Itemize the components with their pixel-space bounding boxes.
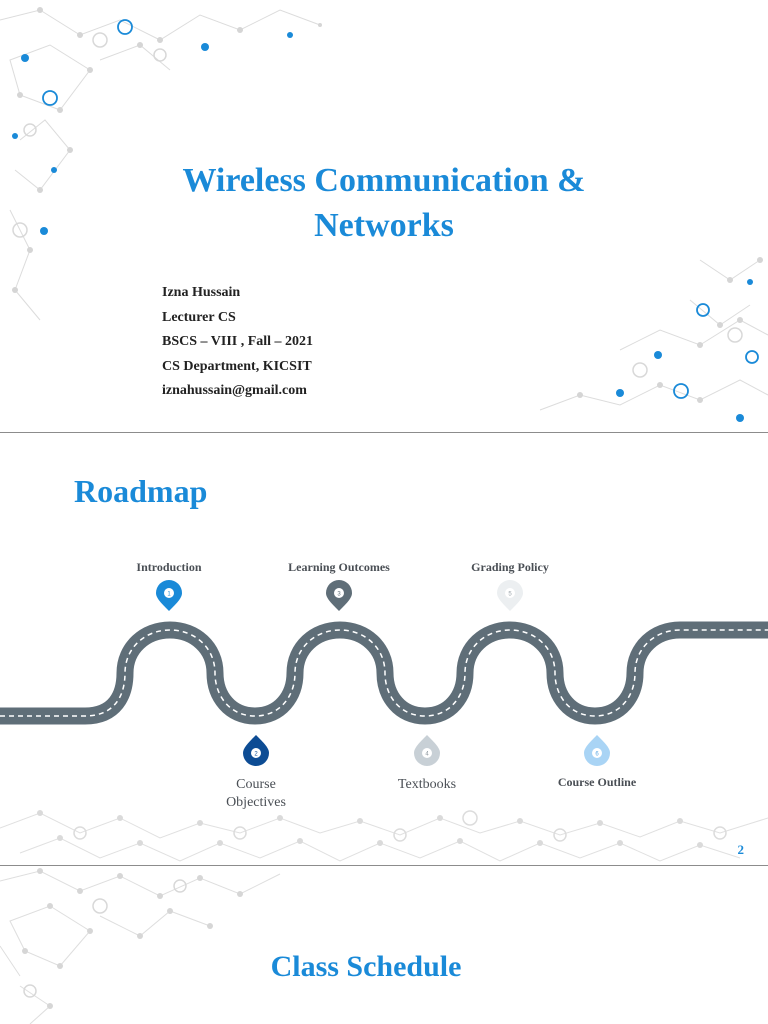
milestone-label-textbooks: Textbooks [397, 777, 457, 792]
program-term: BSCS – VIII , Fall – 2021 [162, 334, 314, 349]
slide-divider [0, 432, 768, 433]
department: CS Department, KICSIT [162, 358, 312, 374]
network-decoration [0, 868, 281, 1024]
email: iznahussain@gmail.com [162, 383, 307, 398]
slide-roadmap: Roadmap 1 3 [0, 433, 768, 865]
roadmap-graphic: 1 3 5 2 4 6 [0, 580, 768, 862]
svg-text:4: 4 [425, 752, 429, 758]
svg-text:6: 6 [595, 752, 599, 758]
slide-title: Wireless Communication & Networks Izna H… [0, 0, 768, 432]
svg-text:3: 3 [337, 592, 341, 598]
svg-text:2: 2 [254, 752, 258, 758]
milestone-label-course-outline: Course Outline [557, 775, 637, 789]
roadmap-title: Roadmap [74, 473, 208, 509]
presenter-role: Lecturer CS [162, 309, 236, 325]
milestone-label-grading-policy: Grading Policy [471, 560, 549, 574]
presenter-name: Izna Hussain [162, 285, 241, 300]
svg-text:1: 1 [167, 592, 171, 598]
slide-title-heading: Wireless Communication & Networks [0, 158, 768, 248]
pin-introduction: 1 [156, 580, 182, 611]
milestone-label-course-objectives: Course Objectives [206, 776, 306, 812]
class-schedule-title: Class Schedule [270, 950, 462, 983]
slide-divider [0, 865, 768, 866]
road-center-line [0, 629, 768, 717]
pin-learning-outcomes: 3 [326, 580, 352, 611]
milestone-label-introduction: Introduction [136, 560, 202, 574]
pin-course-outline: 6 [584, 735, 610, 766]
network-decoration [0, 7, 768, 422]
course-objectives-line-2: Objectives [226, 795, 286, 810]
pin-textbooks: 4 [414, 735, 440, 766]
title-line-2: Networks [314, 207, 454, 244]
slide-class-schedule: Class Schedule [0, 866, 768, 1024]
milestone-label-learning-outcomes: Learning Outcomes [288, 560, 390, 574]
pin-grading-policy: 5 [497, 580, 523, 611]
svg-text:5: 5 [508, 592, 512, 598]
page-number: 2 [737, 842, 745, 857]
network-decoration-bottom [0, 812, 768, 862]
presenter-info: Izna Hussain Lecturer CS BSCS – VIII , F… [162, 281, 313, 404]
title-line-1: Wireless Communication & [182, 162, 586, 199]
course-objectives-line-1: Course [236, 777, 276, 792]
pin-course-objectives: 2 [243, 735, 269, 766]
